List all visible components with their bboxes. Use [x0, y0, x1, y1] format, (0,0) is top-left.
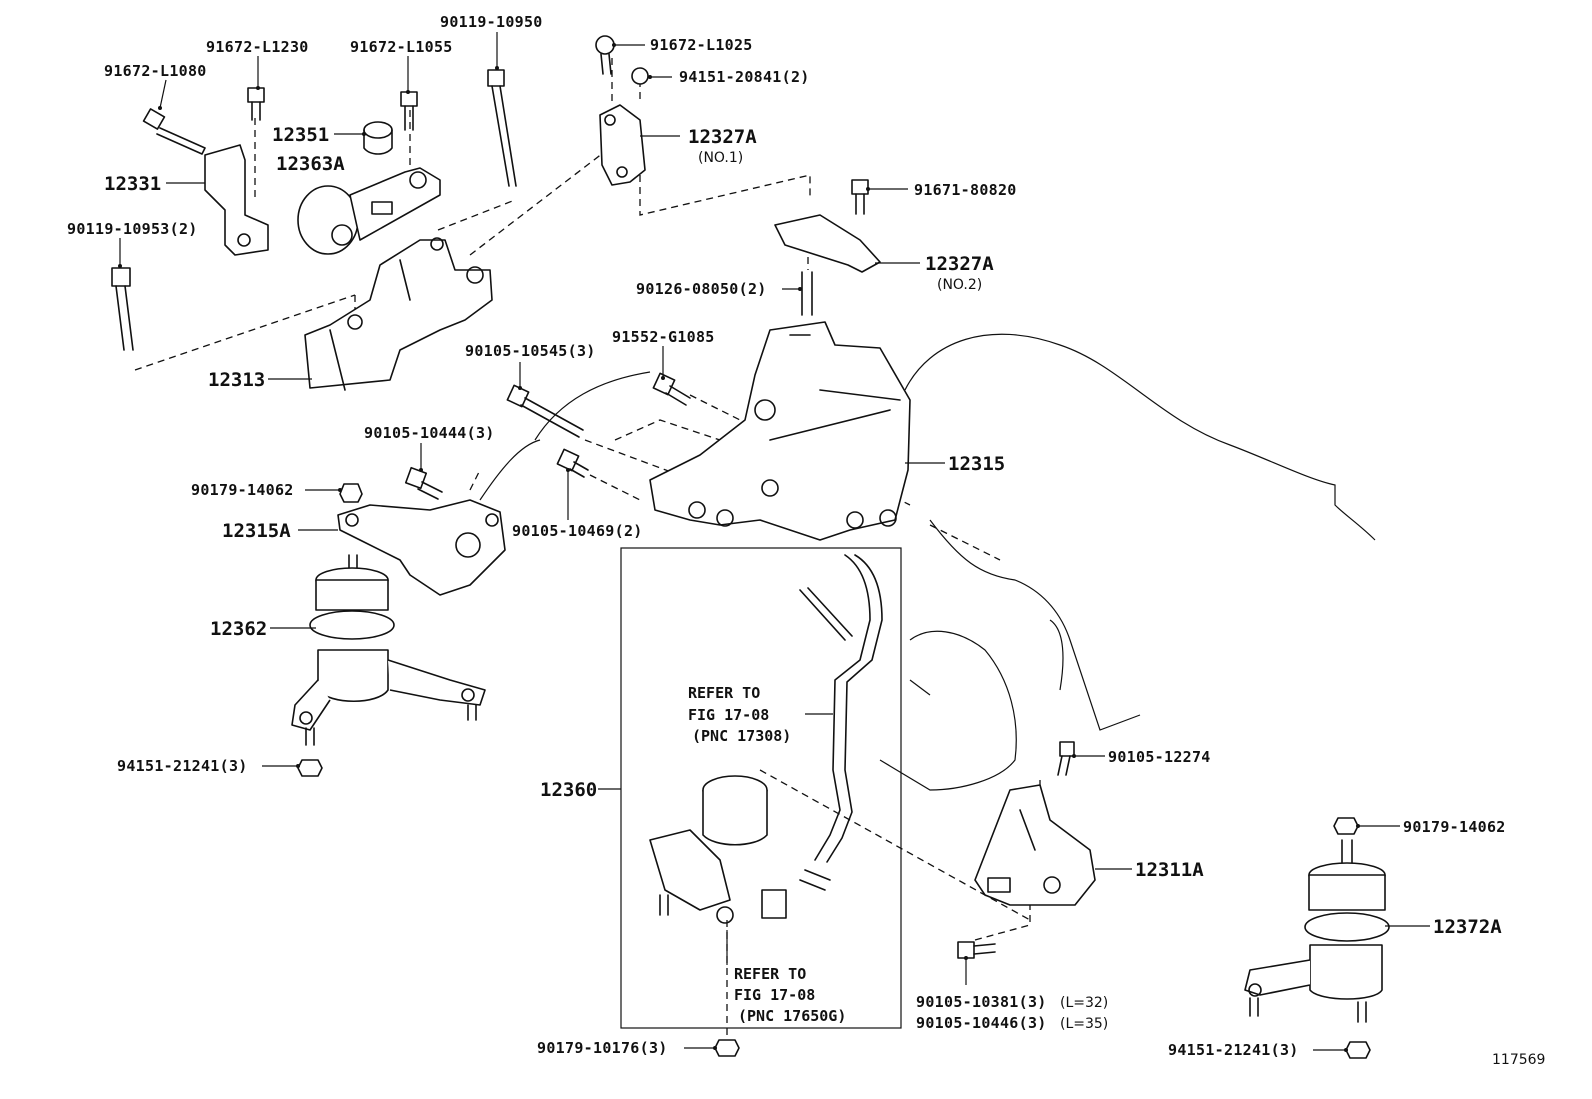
refer-note-2-line3[interactable]: (PNC 17650G)	[738, 1007, 846, 1025]
label-90105-10381-length: (L=32)	[1060, 995, 1108, 1011]
label-90105-10381[interactable]: 90105-10381(3)	[916, 993, 1047, 1011]
label-90105-10545[interactable]: 90105-10545(3)	[465, 342, 596, 360]
label-90179-10176[interactable]: 90179-10176(3)	[537, 1039, 668, 1057]
label-94151-20841[interactable]: 94151-20841(2)	[679, 68, 810, 86]
nut-90179-14062-right-icon	[1333, 817, 1359, 835]
bolt-90119-10953-icon	[111, 267, 134, 351]
label-90179-14062-right[interactable]: 90179-14062	[1403, 818, 1506, 836]
label-12372A[interactable]: 12372A	[1433, 916, 1502, 938]
label-12327A-no2-sub: (NO.2)	[937, 277, 982, 293]
leader-lines	[119, 32, 1430, 1051]
assembly-box-12360	[620, 547, 902, 1029]
label-12315[interactable]: 12315	[948, 453, 1005, 475]
label-90105-12274[interactable]: 90105-12274	[1108, 748, 1211, 766]
label-90119-10950[interactable]: 90119-10950	[440, 13, 543, 31]
label-90119-10953[interactable]: 90119-10953(2)	[67, 220, 198, 238]
label-12363A[interactable]: 12363A	[276, 153, 345, 175]
label-91671-80820[interactable]: 91671-80820	[914, 181, 1017, 199]
label-91672-L1025[interactable]: 91672-L1025	[650, 36, 753, 54]
label-12351[interactable]: 12351	[272, 124, 329, 146]
bolt-90105-10444-icon	[404, 466, 443, 500]
stud-90126-08050-icon	[801, 271, 813, 316]
part-labels: 91672-L1080 91672-L1230 91672-L1055 9011…	[67, 13, 1545, 1068]
label-94151-21241-left[interactable]: 94151-21241(3)	[117, 757, 248, 775]
hose-icon	[799, 554, 883, 891]
nut-90179-10176-icon	[714, 1039, 740, 1057]
bolt-90105-10381-icon	[957, 941, 996, 959]
nut-94151-21241-right-icon	[1345, 1041, 1371, 1059]
bolt-90105-10545-icon	[506, 384, 584, 438]
cushion-12351-icon	[363, 121, 393, 155]
nut-90179-14062-left-icon	[339, 483, 363, 503]
label-90179-14062-left[interactable]: 90179-14062	[191, 481, 294, 499]
refer-note-1-line3[interactable]: (PNC 17308)	[692, 727, 791, 745]
label-12313[interactable]: 12313	[208, 369, 265, 391]
bracket-12315A-icon	[337, 499, 506, 596]
bolt-91672-L1230-icon	[247, 87, 265, 121]
nut-94151-21241-left-icon	[297, 759, 323, 777]
refer-note-2-line2: FIG 17-08	[734, 986, 815, 1004]
bracket-12315-icon	[649, 321, 911, 541]
label-12327A-no1[interactable]: 12327A	[688, 126, 757, 148]
leader-dots	[118, 43, 1360, 1052]
label-91552-G1085[interactable]: 91552-G1085	[612, 328, 715, 346]
label-90126-08050[interactable]: 90126-08050(2)	[636, 280, 767, 298]
label-90105-10444[interactable]: 90105-10444(3)	[364, 424, 495, 442]
mount-12360-icon	[649, 775, 787, 924]
studs-12362-icon	[305, 704, 477, 746]
label-12360[interactable]: 12360	[540, 779, 597, 801]
label-12315A[interactable]: 12315A	[222, 520, 291, 542]
label-12327A-no2[interactable]: 12327A	[925, 253, 994, 275]
label-12331[interactable]: 12331	[104, 173, 161, 195]
label-91672-L1080[interactable]: 91672-L1080	[104, 62, 207, 80]
label-91672-L1230[interactable]: 91672-L1230	[206, 38, 309, 56]
label-12327A-no1-sub: (NO.1)	[698, 150, 743, 166]
label-94151-21241-right[interactable]: 94151-21241(3)	[1168, 1041, 1299, 1059]
bolt-91672-L1025-icon	[595, 35, 615, 75]
bracket-12327A-no1-icon	[599, 104, 646, 186]
refer-note-1-line1: REFER TO	[688, 684, 760, 702]
bolt-91672-L1055-icon	[400, 91, 418, 131]
bolt-90105-12274-icon	[1057, 741, 1075, 776]
assembly-lines	[134, 58, 1041, 1040]
label-90105-10469[interactable]: 90105-10469(2)	[512, 522, 643, 540]
torque-rod-12363A-icon	[297, 167, 441, 255]
label-90105-10446-length: (L=35)	[1060, 1016, 1108, 1032]
bolt-90105-10469-icon	[556, 448, 589, 478]
engine-outline	[479, 333, 1376, 791]
label-12311A[interactable]: 12311A	[1135, 859, 1204, 881]
refer-note-2-line1: REFER TO	[734, 965, 806, 983]
bracket-12331-icon	[204, 144, 269, 256]
label-12362[interactable]: 12362	[210, 618, 267, 640]
diagram-id: 117569	[1492, 1052, 1545, 1068]
bolt-91552-G1085-icon	[652, 372, 691, 406]
mount-12372A-icon	[1244, 839, 1390, 1023]
label-90105-10446[interactable]: 90105-10446(3)	[916, 1014, 1047, 1032]
nut-94151-20841-icon	[631, 67, 649, 85]
mount-12362-icon	[291, 554, 486, 731]
refer-note-1-line2: FIG 17-08	[688, 706, 769, 724]
bracket-12327A-no2-icon	[774, 214, 881, 273]
bolt-90119-10950-icon	[487, 69, 517, 187]
bracket-12313-icon	[304, 237, 493, 391]
bolt-91672-L1080-icon	[142, 108, 206, 155]
bracket-12311A-icon	[974, 784, 1096, 906]
bolt-91671-80820-icon	[851, 179, 869, 215]
label-91672-L1055[interactable]: 91672-L1055	[350, 38, 453, 56]
